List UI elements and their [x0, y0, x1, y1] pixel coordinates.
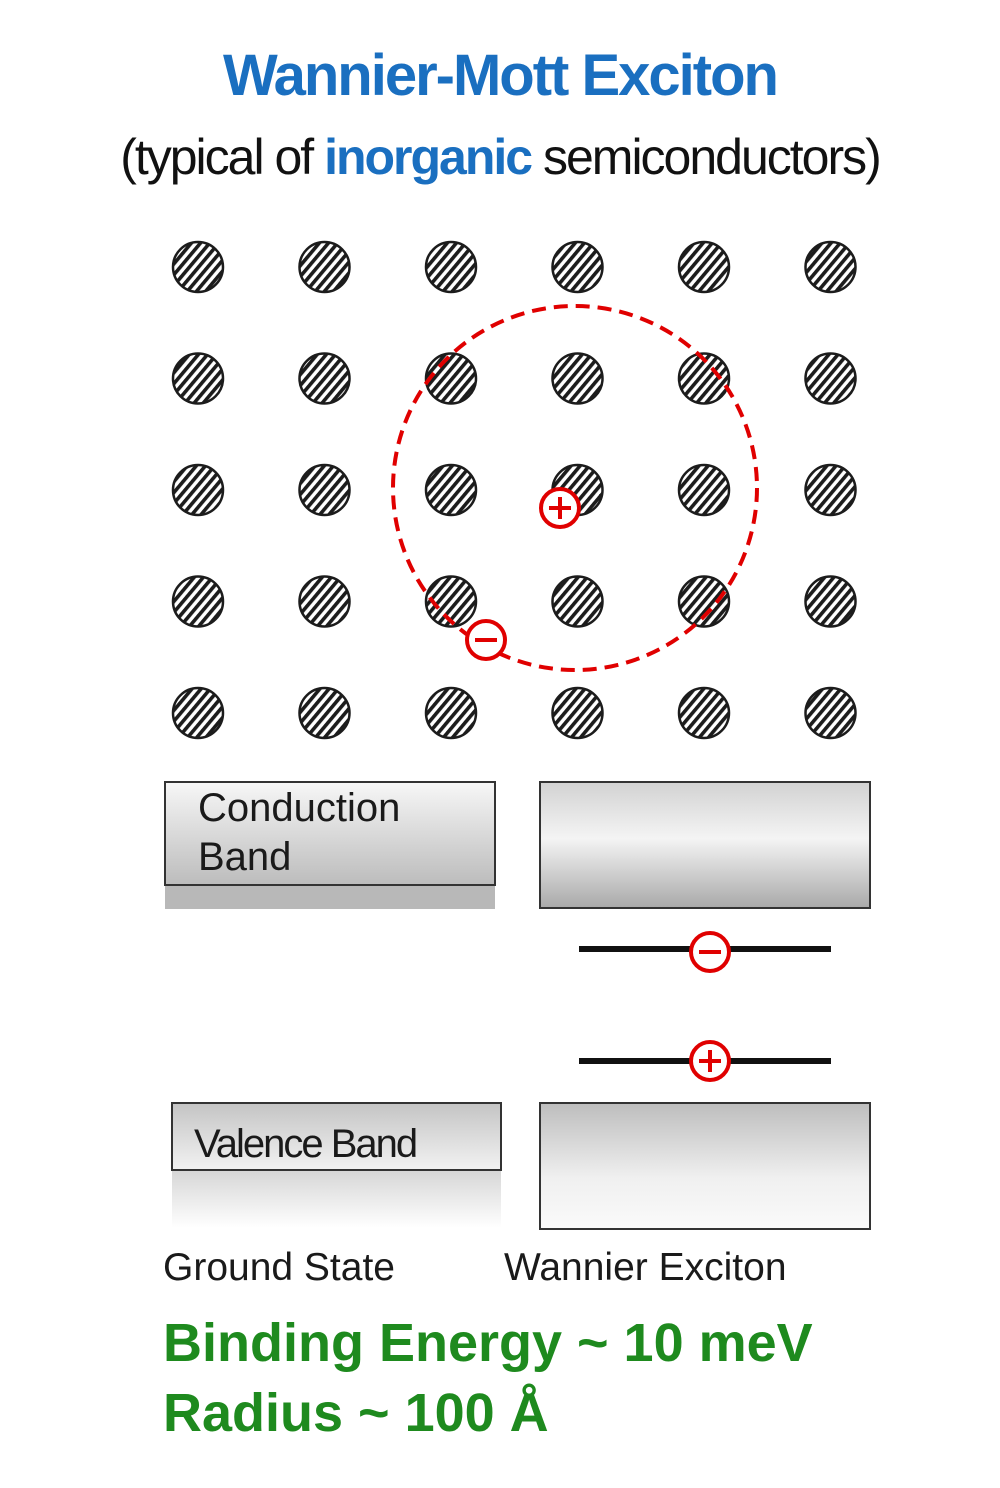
- lattice-atom: [677, 575, 731, 628]
- lattice-atom: [424, 686, 478, 740]
- lattice-atom: [424, 463, 478, 517]
- conduction-band-label-line1: Conduction: [198, 786, 401, 830]
- lattice-atom: [171, 240, 225, 294]
- valence-band-exciton: [539, 1102, 871, 1230]
- lattice-atom: [298, 463, 351, 517]
- hole-charge: [539, 487, 581, 529]
- lattice-atom: [551, 240, 604, 294]
- lattice-atom: [804, 686, 857, 740]
- subtitle: (typical of inorganic semiconductors): [0, 128, 1000, 186]
- lattice-atom: [551, 575, 604, 628]
- conduction-band-label-line2: Band: [198, 835, 292, 879]
- lattice-atom: [171, 352, 225, 405]
- subtitle-prefix: (typical of: [120, 129, 325, 185]
- wannier-exciton-caption: Wannier Exciton: [504, 1246, 787, 1289]
- lattice-atom: [804, 352, 857, 405]
- lattice-atom: [677, 352, 731, 405]
- subtitle-highlight: inorganic: [324, 129, 533, 185]
- lattice-atom: [424, 240, 478, 294]
- lattice-atom: [298, 352, 351, 405]
- lattice-atom: [551, 352, 604, 405]
- subtitle-suffix: semiconductors): [531, 129, 882, 185]
- lattice-atom: [424, 575, 478, 628]
- ground-state-caption: Ground State: [163, 1246, 395, 1289]
- electron-charge: [689, 931, 731, 973]
- binding-energy-text: Binding Energy ~ 10 meV: [163, 1313, 813, 1373]
- atom-lattice: [171, 240, 857, 740]
- lattice-atom: [298, 575, 351, 628]
- lattice-atom: [551, 686, 604, 740]
- lattice-atom: [171, 686, 225, 740]
- lattice-atom: [298, 686, 351, 740]
- lattice-atom: [677, 240, 731, 294]
- valence-band-shadow: [172, 1170, 501, 1228]
- hole-charge: [689, 1040, 731, 1082]
- electron-charge: [465, 619, 507, 661]
- lattice-atom: [424, 352, 478, 405]
- lattice-atom: [804, 240, 857, 294]
- lattice-atom: [677, 463, 731, 517]
- valence-band-ground: [171, 1102, 502, 1171]
- radius-text: Radius ~ 100 Å: [163, 1383, 549, 1443]
- lattice-atom: [298, 240, 351, 294]
- conduction-band-shadow: [165, 885, 495, 909]
- lattice-atom: [804, 575, 857, 628]
- exciton-orbit: [391, 304, 759, 672]
- page-title: Wannier-Mott Exciton: [223, 43, 779, 108]
- lattice-atom: [171, 463, 225, 517]
- conduction-band-exciton: [539, 781, 871, 909]
- lattice-atom: [171, 575, 225, 628]
- lattice-atom: [804, 463, 857, 517]
- conduction-band-ground: [164, 781, 496, 886]
- valence-band-label: Valence Band: [194, 1122, 418, 1166]
- lattice-atom: [677, 686, 731, 740]
